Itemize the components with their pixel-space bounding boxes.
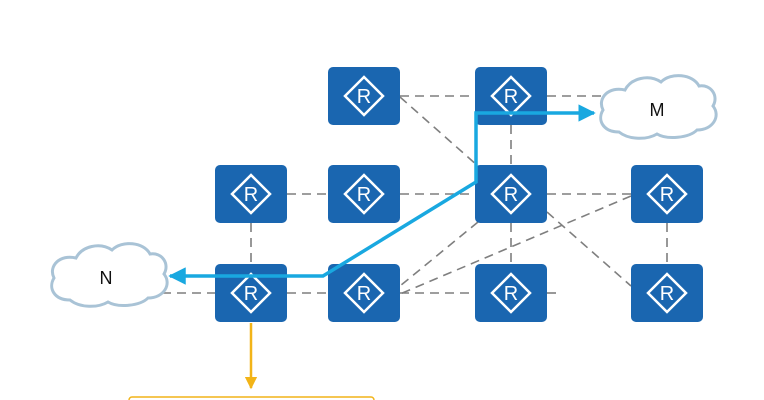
cloud-label-n: N — [100, 268, 113, 288]
bottom-box-edge — [128, 396, 375, 400]
link-r1-r5 — [399, 96, 479, 167]
router-glyph: R — [504, 283, 518, 305]
router-r4: R — [328, 165, 400, 223]
link-r5-r10 — [546, 211, 632, 287]
router-box — [631, 264, 703, 322]
router-r1: R — [328, 67, 400, 125]
router-r2: R — [475, 67, 547, 125]
router-glyph: R — [357, 184, 371, 206]
link-r5-r8 — [399, 221, 479, 287]
router-glyph: R — [660, 184, 674, 206]
cloud-n: N — [50, 242, 169, 308]
router-glyph: R — [357, 283, 371, 305]
router-icon — [646, 272, 688, 314]
router-r5: R — [475, 165, 547, 223]
router-r6: R — [631, 165, 703, 223]
router-icon — [646, 173, 688, 215]
router-box — [631, 165, 703, 223]
router-glyph: R — [244, 283, 258, 305]
router-glyph: R — [660, 283, 674, 305]
cloud-icon — [50, 242, 169, 308]
cloud-m: M — [599, 74, 718, 140]
router-icon — [230, 272, 272, 314]
router-r7: R — [215, 264, 287, 322]
router-glyph: R — [504, 184, 518, 206]
router-r9: R — [475, 264, 547, 322]
router-r3: R — [215, 165, 287, 223]
router-glyph: R — [357, 86, 371, 108]
router-glyph: R — [244, 184, 258, 206]
cloud-icon — [599, 74, 718, 140]
router-r10: R — [631, 264, 703, 322]
traffic-path-n-to-m — [168, 104, 596, 285]
router-icon — [343, 272, 385, 314]
router-r8: R — [328, 264, 400, 322]
cloud-label-m: M — [650, 100, 665, 120]
router-glyph: R — [504, 86, 518, 108]
router-icon — [490, 272, 532, 314]
